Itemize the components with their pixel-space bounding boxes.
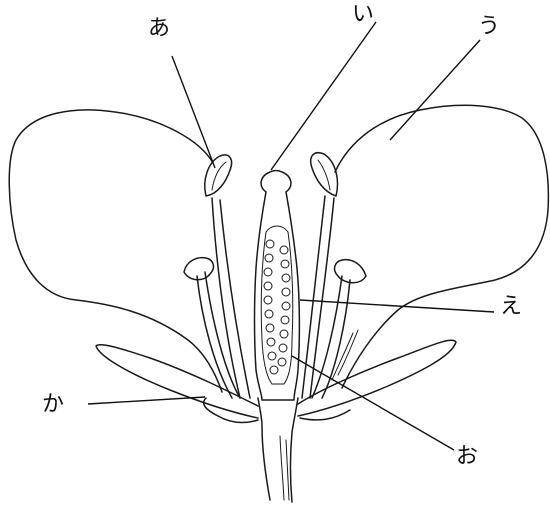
leader-line-i (271, 22, 376, 170)
anther (311, 153, 338, 196)
stem-vein (286, 440, 289, 500)
label-o: お (456, 446, 478, 468)
petal-right (335, 105, 548, 388)
leader-line-a (172, 56, 215, 168)
label-ka: か (42, 394, 64, 416)
sepal-left (96, 345, 258, 418)
label-i: い (352, 4, 374, 26)
receptacle (291, 398, 299, 502)
stamen-filament (220, 200, 250, 398)
stem-vein (280, 436, 284, 500)
receptacle (258, 398, 270, 500)
label-e: え (500, 296, 522, 318)
label-u: う (478, 16, 500, 38)
anther (184, 258, 213, 280)
leader-line-ka (88, 397, 205, 404)
stamen-filament (212, 198, 240, 398)
petal-left (9, 110, 222, 392)
anther (205, 155, 232, 196)
label-a: あ (148, 18, 170, 40)
ovules (264, 240, 290, 374)
sepal-right-lower (300, 410, 350, 420)
leader-line-o (292, 356, 454, 450)
stamen-filament (312, 276, 342, 398)
leader-line-u (390, 40, 480, 140)
anther (318, 160, 330, 190)
